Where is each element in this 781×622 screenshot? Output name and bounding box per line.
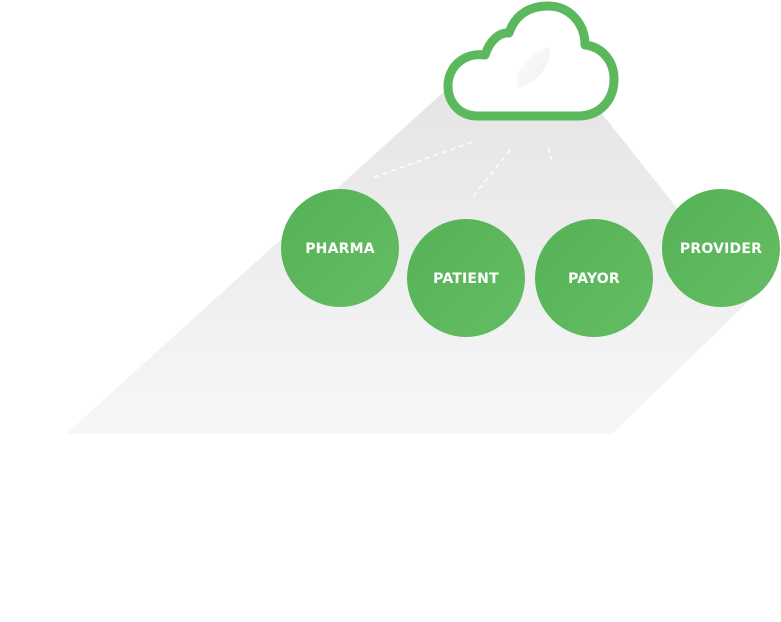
node-provider: PROVIDER <box>662 189 780 307</box>
cloud-icon <box>443 1 619 121</box>
node-payor: PAYOR <box>535 219 653 337</box>
node-circle <box>662 189 780 307</box>
node-circle <box>407 219 525 337</box>
cast-shadow <box>66 68 750 434</box>
node-label: PAYOR <box>568 271 620 287</box>
node-label: PHARMA <box>305 241 375 257</box>
node-circle <box>281 189 399 307</box>
connector-lines <box>371 141 553 199</box>
connector-payor <box>547 147 553 161</box>
connector-patient <box>471 149 511 199</box>
node-label: PROVIDER <box>680 241 762 257</box>
leaf-icon <box>516 47 551 88</box>
node-pharma: PHARMA <box>281 189 399 307</box>
node-circle <box>535 219 653 337</box>
node-patient: PATIENT <box>407 219 525 337</box>
node-label: PATIENT <box>433 271 499 287</box>
